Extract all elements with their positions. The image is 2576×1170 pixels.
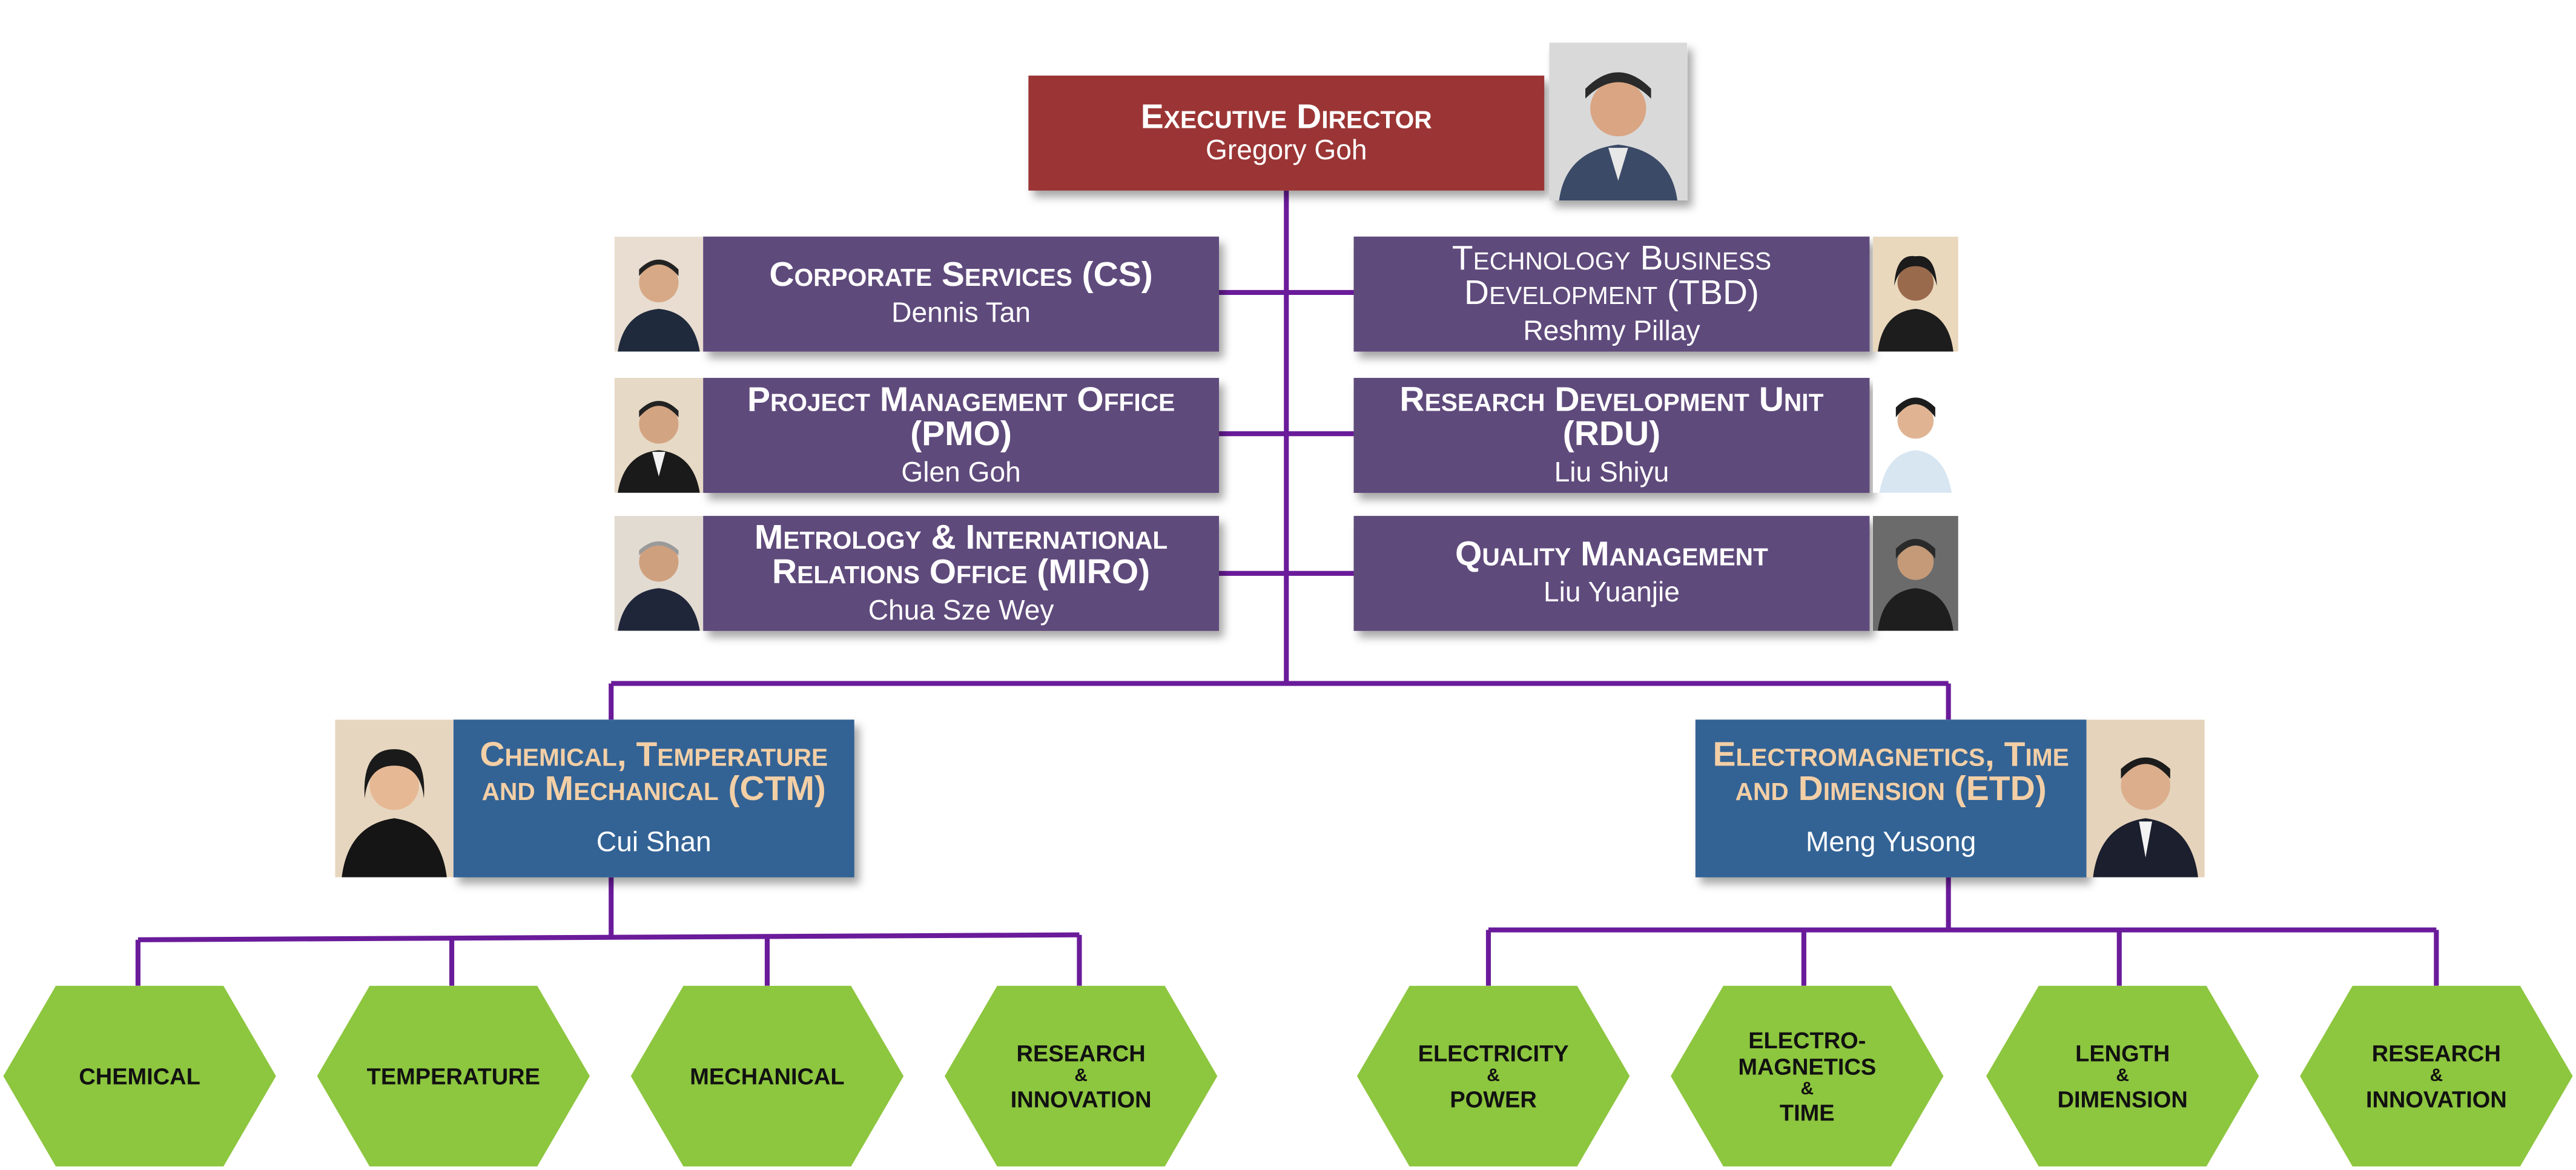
cs-name: Dennis Tan: [891, 297, 1031, 329]
dept-ri-ctm-amp: &: [1074, 1066, 1088, 1086]
miro-title-line2: Relations Office (MIRO): [772, 552, 1151, 591]
executive-director-photo: [1549, 42, 1688, 200]
pmo-title-line2: (PMO): [910, 415, 1012, 453]
etd-box: Electromagnetics, Time and Dimension (ET…: [1695, 719, 2087, 878]
tbd-photo: [1872, 236, 1958, 352]
dept-em-time-amp: &: [1800, 1079, 1814, 1099]
dept-electricity-amp: &: [1487, 1066, 1500, 1086]
dept-ri-ctm-line2: INNOVATION: [1010, 1086, 1152, 1112]
etd-photo: [2086, 719, 2205, 878]
cs-photo: [614, 236, 704, 352]
dept-chemical-label: CHEMICAL: [79, 1063, 200, 1089]
dept-electromagnetics-time: ELECTRO- MAGNETICS & TIME: [1671, 985, 1944, 1167]
dept-temperature-label: TEMPERATURE: [366, 1063, 540, 1089]
ctm-title-line1: Chemical, Temperature: [480, 736, 828, 774]
tbd-box: Technology Business Development (TBD) Re…: [1353, 236, 1870, 352]
tbd-title-line2: Development (TBD): [1464, 273, 1759, 312]
qm-name: Liu Yuanjie: [1544, 577, 1680, 608]
tbd-name: Reshmy Pillay: [1523, 314, 1700, 346]
executive-director-name: Gregory Goh: [1205, 134, 1367, 165]
rdu-name: Liu Shiyu: [1554, 455, 1669, 488]
dept-length-line2: DIMENSION: [2057, 1086, 2188, 1112]
dept-em-time-line1b: MAGNETICS: [1738, 1053, 1877, 1080]
dept-em-time-line1: ELECTRO-: [1748, 1026, 1866, 1054]
etd-name: Meng Yusong: [1806, 826, 1977, 858]
cs-title: Corporate Services (CS): [769, 256, 1153, 294]
ctm-photo: [335, 719, 454, 878]
dept-length-line1: LENGTH: [2075, 1040, 2170, 1066]
miro-box: Metrology & International Relations Offi…: [703, 515, 1220, 631]
miro-photo: [614, 515, 704, 631]
dept-research-innovation-ctm: RESEARCH & INNOVATION: [944, 985, 1218, 1167]
dept-ri-etd-line1: RESEARCH: [2371, 1040, 2501, 1066]
ctm-title-line2: and Mechanical (CTM): [481, 770, 826, 808]
pmo-box: Project Management Office (PMO) Glen Goh: [703, 377, 1220, 493]
rdu-photo: [1872, 377, 1958, 493]
dept-mechanical: MECHANICAL: [630, 985, 904, 1167]
etd-title-line2: and Dimension (ETD): [1735, 770, 2047, 808]
tbd-title-line1: Technology Business: [1451, 239, 1772, 277]
pmo-photo: [614, 377, 704, 493]
qm-box: Quality Management Liu Yuanjie: [1353, 515, 1870, 631]
ctm-name: Cui Shan: [596, 826, 712, 858]
qm-title: Quality Management: [1455, 535, 1768, 573]
dept-em-time-line2: TIME: [1779, 1099, 1835, 1126]
dept-research-innovation-etd: RESEARCH & INNOVATION: [2300, 985, 2573, 1167]
dept-temperature: TEMPERATURE: [317, 985, 590, 1167]
dept-ri-etd-line2: INNOVATION: [2365, 1086, 2507, 1112]
pmo-title-line1: Project Management Office: [747, 380, 1175, 418]
cs-box: Corporate Services (CS) Dennis Tan: [703, 236, 1220, 352]
miro-title-line1: Metrology & International: [754, 518, 1168, 557]
dept-electricity-line1: ELECTRICITY: [1418, 1040, 1569, 1066]
dept-ri-etd-amp: &: [2429, 1066, 2443, 1086]
dept-length-dimension: LENGTH & DIMENSION: [1986, 985, 2259, 1167]
dept-electricity-power: ELECTRICITY & POWER: [1356, 985, 1630, 1167]
dept-ri-ctm-line1: RESEARCH: [1016, 1040, 1146, 1066]
miro-name: Chua Sze Wey: [868, 593, 1054, 626]
rdu-title-line2: (RDU): [1562, 415, 1661, 453]
dept-length-amp: &: [2116, 1066, 2129, 1086]
rdu-title-line1: Research Development Unit: [1399, 380, 1824, 418]
pmo-name: Glen Goh: [901, 455, 1021, 488]
executive-director-title: Executive Director: [1140, 98, 1432, 136]
dept-chemical: CHEMICAL: [3, 985, 276, 1167]
qm-photo: [1872, 515, 1958, 631]
rdu-box: Research Development Unit (RDU) Liu Shiy…: [1353, 377, 1870, 493]
ctm-box: Chemical, Temperature and Mechanical (CT…: [453, 719, 854, 878]
executive-director-box: Executive Director Gregory Goh: [1028, 75, 1545, 191]
etd-title-line1: Electromagnetics, Time: [1712, 736, 2069, 774]
dept-electricity-line2: POWER: [1450, 1086, 1537, 1112]
dept-mechanical-label: MECHANICAL: [690, 1063, 845, 1089]
